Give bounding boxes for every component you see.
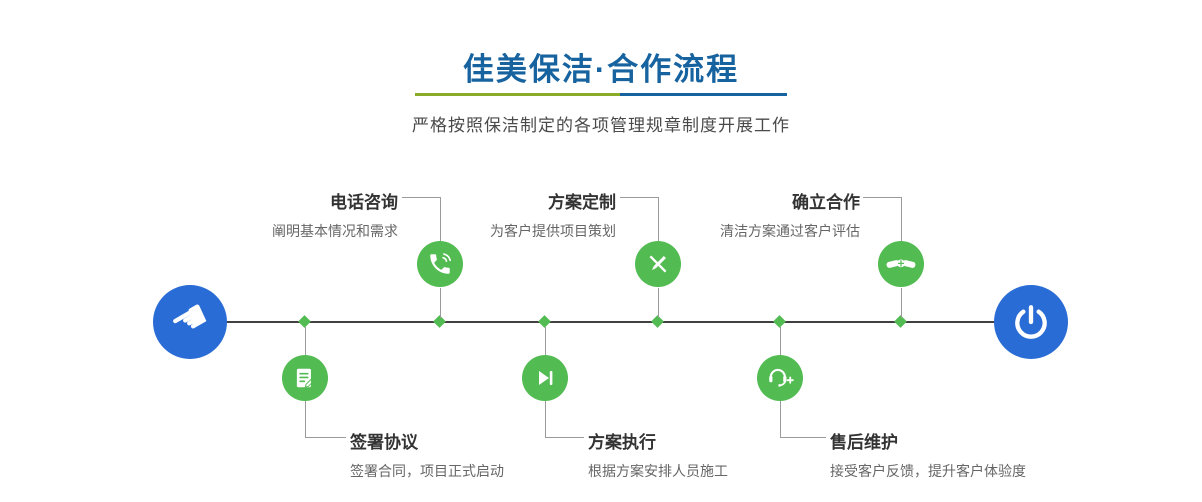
label-connector [545, 437, 584, 438]
step-title: 售后维护 [830, 433, 898, 452]
label-connector [305, 401, 306, 438]
step-node [878, 241, 924, 287]
page-title: 佳美保洁·合作流程 [462, 52, 740, 87]
pointing-hand-icon: ☚ [161, 288, 219, 351]
start-node: ☚ [153, 285, 227, 359]
label-connector [780, 437, 826, 438]
step-node [522, 355, 568, 401]
divider-blue-segment [619, 93, 787, 96]
step-title: 签署协议 [350, 433, 418, 452]
step-title: 方案执行 [588, 433, 656, 452]
label-connector [658, 197, 659, 241]
step-desc: 为客户提供项目策划 [490, 223, 616, 239]
node-connector [440, 288, 441, 318]
customer-service-icon [769, 368, 794, 387]
step-text: 方案定制 为客户提供项目策划 [490, 188, 616, 241]
step-desc: 阐明基本情况和需求 [272, 223, 398, 239]
label-connector [620, 197, 658, 198]
signed-document-icon [296, 368, 316, 388]
divider-green-segment [415, 93, 620, 96]
step-title: 确立合作 [792, 193, 860, 212]
node-connector [545, 327, 546, 355]
step-text: 方案执行 根据方案安排人员施工 [588, 428, 728, 481]
step-desc: 接受客户反馈，提升客户体验度 [830, 463, 1026, 479]
timeline-diamond [773, 315, 786, 328]
label-connector [545, 401, 546, 438]
step-text: 售后维护 接受客户反馈，提升客户体验度 [830, 428, 1026, 481]
step-node [417, 241, 463, 287]
timeline-line [190, 321, 1031, 323]
label-connector [440, 197, 441, 241]
power-icon [1015, 305, 1047, 339]
phone-icon [430, 253, 451, 274]
title-divider [415, 93, 787, 96]
step-node [635, 241, 681, 287]
step-node [282, 355, 328, 401]
step-text: 电话咨询 阐明基本情况和需求 [272, 188, 398, 241]
node-connector [305, 327, 306, 355]
label-connector [780, 401, 781, 438]
node-connector [658, 288, 659, 318]
step-text: 确立合作 清洁方案通过客户评估 [720, 188, 860, 241]
label-connector [901, 197, 902, 241]
step-desc: 清洁方案通过客户评估 [720, 223, 860, 239]
step-node [757, 355, 803, 401]
pencil-ruler-icon [649, 255, 667, 273]
timeline-diamond [538, 315, 551, 328]
node-connector [901, 288, 902, 318]
end-node [994, 285, 1068, 359]
handshake-icon [886, 259, 916, 268]
node-connector [780, 327, 781, 355]
step-title: 方案定制 [548, 193, 616, 212]
play-icon [539, 371, 553, 385]
step-text: 签署协议 签署合同，项目正式启动 [350, 428, 504, 481]
step-desc: 签署合同，项目正式启动 [350, 463, 504, 479]
label-connector [305, 437, 346, 438]
step-desc: 根据方案安排人员施工 [588, 463, 728, 479]
label-connector [402, 197, 440, 198]
label-connector [863, 197, 901, 198]
step-title: 电话咨询 [330, 193, 398, 212]
page-subtitle: 严格按照保洁制定的各项管理规章制度开展工作 [412, 116, 790, 135]
timeline-diamond [298, 315, 311, 328]
